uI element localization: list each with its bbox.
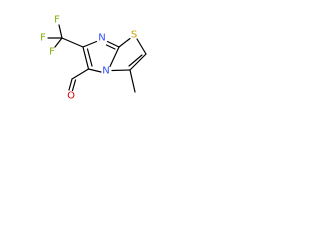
bond-cho-o-double <box>71 79 77 92</box>
bridgehead-nitrogen-atom-label: N <box>102 66 109 77</box>
bond-n7-c7a-inner <box>105 44 116 50</box>
bond-c3-n4 <box>111 69 131 72</box>
bond-cf3-f3 <box>54 37 63 48</box>
bond-n7-c7a <box>106 40 120 48</box>
bond-c2-c3 <box>129 53 147 71</box>
bond-c7a-s1 <box>118 37 131 48</box>
bond-n4-c5 <box>87 68 102 73</box>
bond-c3-methyl <box>129 69 136 93</box>
nitrogen-atom-label: N <box>98 33 105 44</box>
fluorine-atom-label-top: F <box>54 15 60 26</box>
bond-cho-o <box>68 78 73 91</box>
bond-c5-c6 <box>82 46 90 70</box>
bond-c5-c6-inner <box>86 48 93 67</box>
bond-cf3-f1 <box>58 24 63 39</box>
bond-c6-n7 <box>82 40 98 48</box>
bond-s1-c2 <box>136 38 147 55</box>
bond-c2-c3-inner <box>128 54 143 67</box>
bond-c5-cho <box>71 68 90 80</box>
oxygen-atom-label: O <box>67 91 75 102</box>
fluorine-atom-label-bottom: F <box>49 47 55 58</box>
fluorine-atom-label-left: F <box>40 33 46 44</box>
sulfur-atom-label: S <box>131 30 137 41</box>
molecule-structure-diagram: N S N O F F F <box>40 15 147 102</box>
bond-c7a-n4 <box>109 46 120 68</box>
bond-c6-cf3 <box>61 37 84 48</box>
